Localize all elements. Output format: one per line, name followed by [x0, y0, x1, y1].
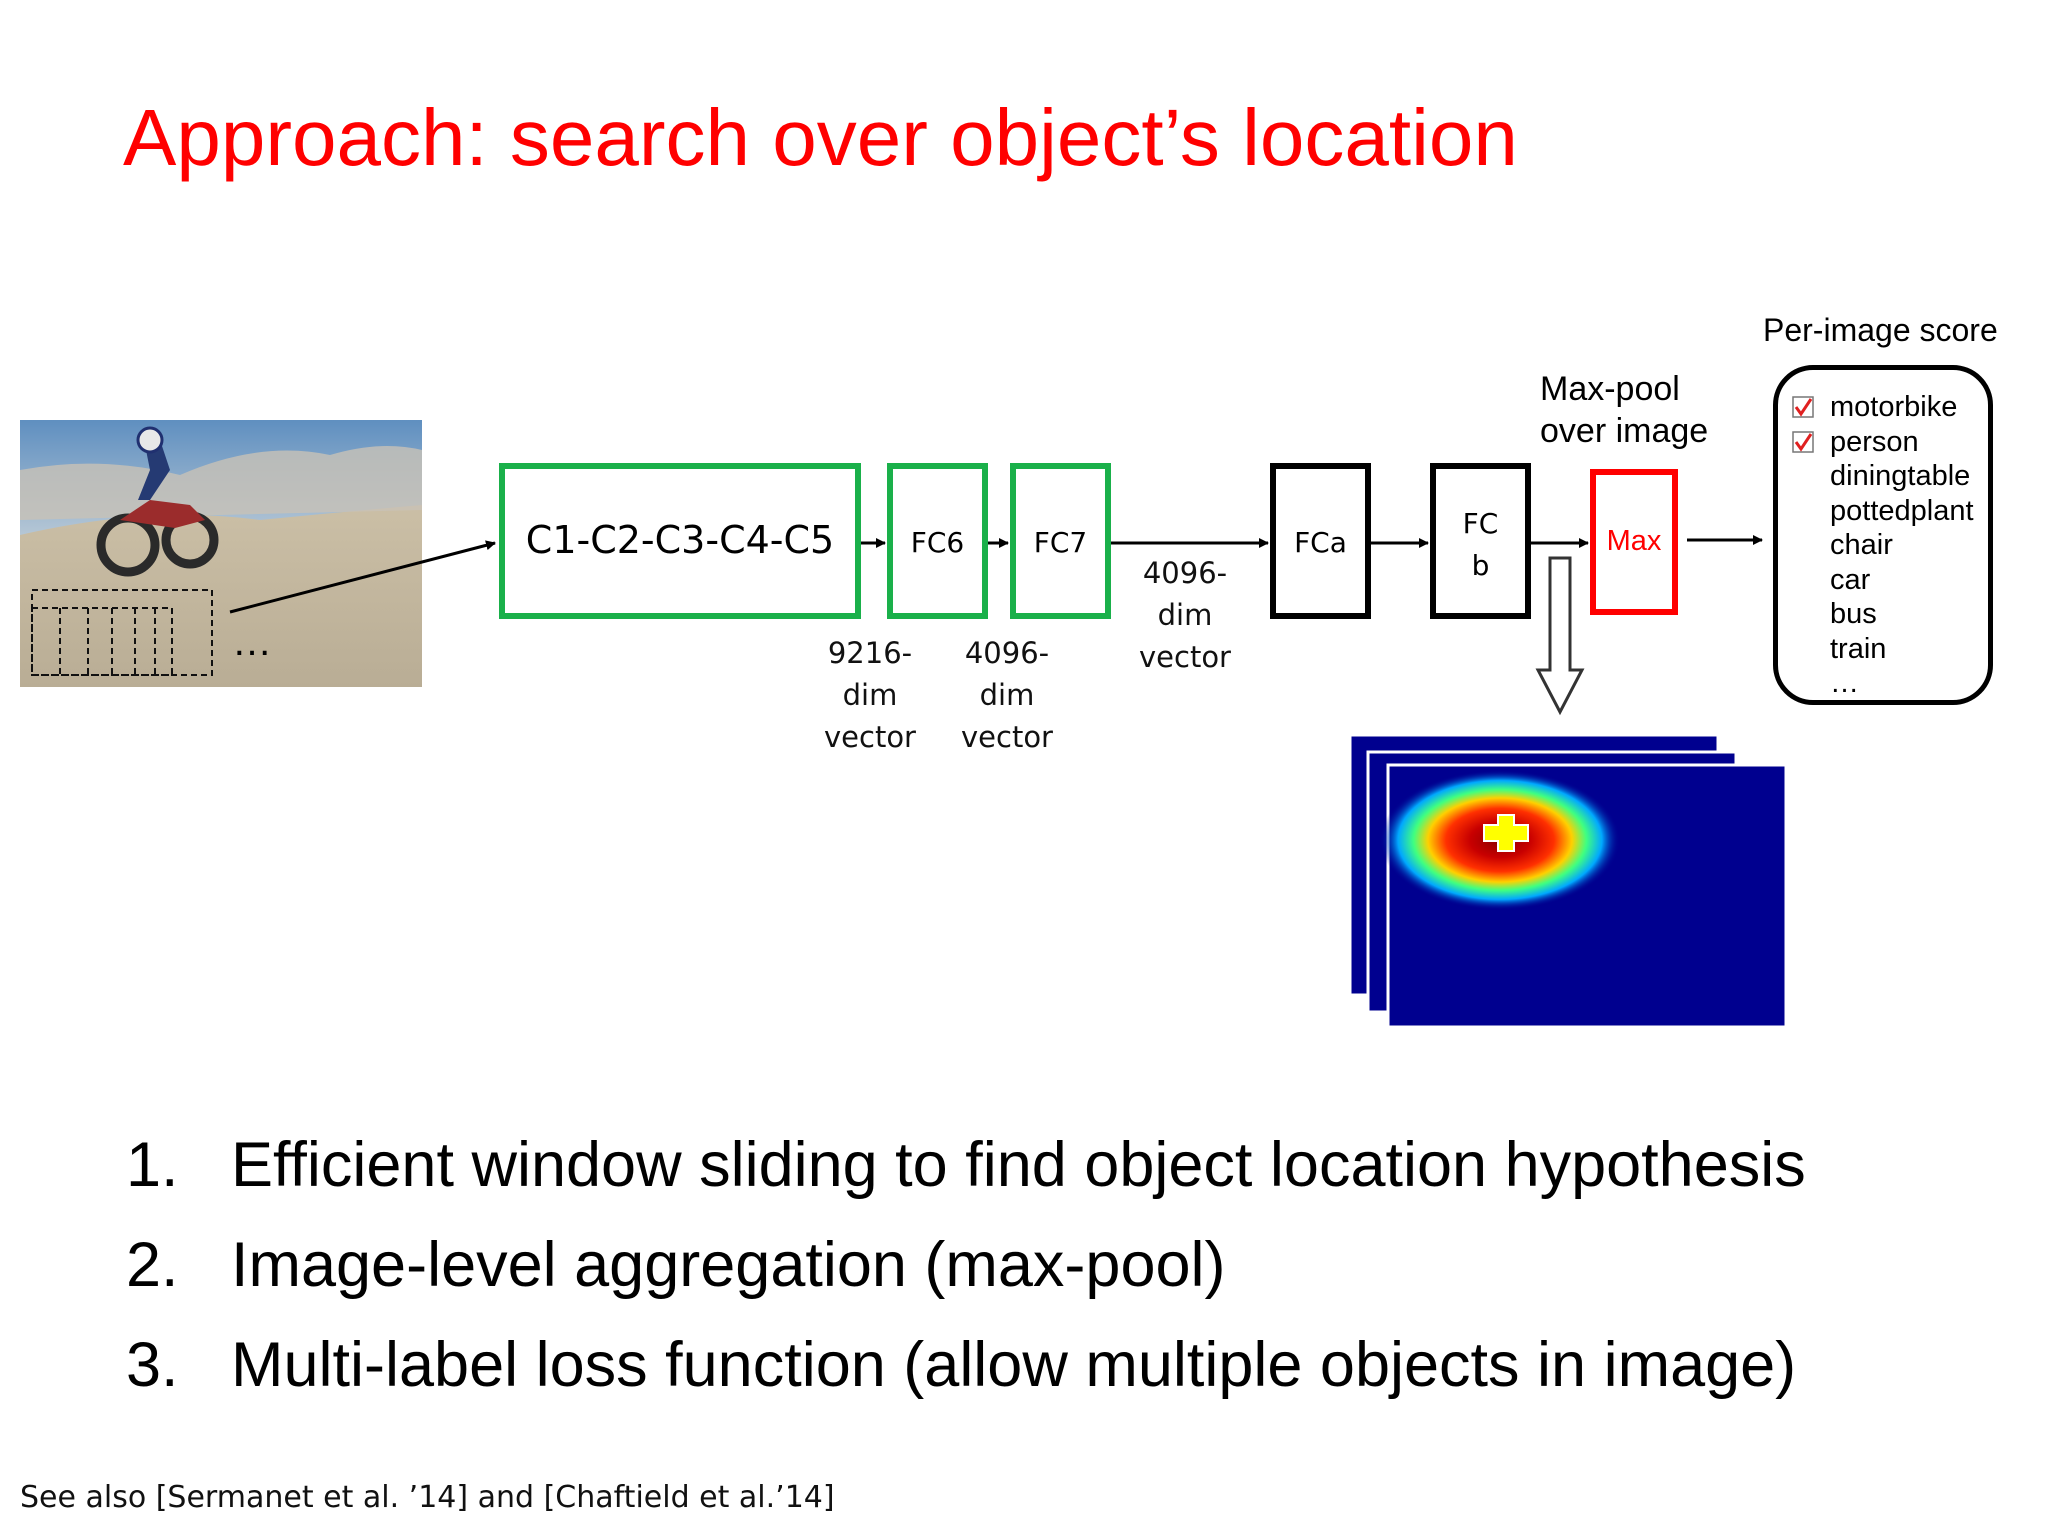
conv-block	[499, 463, 861, 619]
score-item-label: chair	[1830, 529, 1893, 561]
score-item-person: person	[1790, 425, 1974, 460]
fcb-block	[1430, 463, 1531, 619]
bullet-item: 3. Multi-label loss function (allow mult…	[126, 1315, 1806, 1415]
score-item-car: car	[1790, 563, 1974, 598]
peak-marker	[1483, 814, 1529, 852]
bullet-text: Efficient window sliding to find object …	[231, 1130, 1806, 1200]
score-list: motorbike person diningtable pottedplant…	[1790, 390, 1974, 701]
fca-block	[1270, 463, 1371, 619]
fcb-label: FC b	[1462, 507, 1499, 582]
footnote: See also [Sermanet et al. ’14] and [Chaf…	[20, 1480, 835, 1515]
maxpool-caption: Max-pool over image	[1540, 370, 1709, 450]
score-item-bus: bus	[1790, 597, 1974, 632]
bullet-number: 2.	[126, 1230, 179, 1300]
max-block	[1590, 469, 1678, 615]
bullet-item: 2. Image-level aggregation (max-pool)	[126, 1215, 1806, 1315]
bullet-number: 1.	[126, 1130, 179, 1200]
down-arrow-icon	[1535, 556, 1585, 716]
caption-mid: 4096- dim vector	[1139, 556, 1231, 674]
slide-title: Approach: search over object’s location	[123, 93, 1518, 182]
score-item-label: train	[1830, 632, 1887, 665]
fca-label: FCa	[1294, 526, 1347, 559]
score-item-label: car	[1830, 563, 1871, 596]
ellipsis-label: …	[232, 620, 272, 664]
motorbike-rider-icon	[96, 426, 219, 577]
score-item-diningtable: diningtable	[1790, 459, 1974, 494]
score-title: Per-image score	[1763, 312, 1998, 348]
fc6-label: FC6	[910, 526, 965, 559]
bullet-text: Multi-label loss function (allow multipl…	[231, 1330, 1797, 1400]
caption-fc6: 9216- dim vector	[824, 636, 916, 754]
score-item-label: …	[1830, 667, 1859, 699]
score-item-chair: chair	[1790, 528, 1974, 563]
score-item-more: …	[1790, 666, 1974, 701]
bullet-number: 3.	[126, 1330, 179, 1400]
checkbox-checked-icon	[1792, 396, 1814, 418]
sliding-window-grid	[31, 589, 213, 676]
score-item-label: motorbike	[1830, 391, 1958, 423]
score-item-pottedplant: pottedplant	[1790, 494, 1974, 529]
bullet-item: 1. Efficient window sliding to find obje…	[126, 1115, 1806, 1215]
bullet-text: Image-level aggregation (max-pool)	[231, 1230, 1226, 1300]
score-item-label: diningtable	[1830, 460, 1971, 492]
fc7-label: FC7	[1033, 526, 1088, 559]
flow-arrows	[229, 535, 1763, 614]
checkbox-checked-icon	[1792, 430, 1814, 453]
caption-fc7: 4096- dim vector	[961, 636, 1053, 754]
score-item-label: person	[1830, 425, 1919, 458]
max-label: Max	[1606, 525, 1662, 557]
conv-label: C1-C2-C3-C4-C5	[525, 518, 835, 562]
score-item-label: pottedplant	[1830, 494, 1974, 527]
fc6-block	[887, 463, 988, 619]
score-item-train: train	[1790, 632, 1974, 667]
bullet-list: 1. Efficient window sliding to find obje…	[126, 1115, 1806, 1415]
input-photo	[20, 420, 422, 687]
fc7-block	[1010, 463, 1111, 619]
heatmap-stack	[1348, 733, 1788, 1029]
score-item-label: bus	[1830, 598, 1877, 630]
score-item-motorbike: motorbike	[1790, 390, 1974, 425]
score-box	[1773, 365, 1993, 705]
